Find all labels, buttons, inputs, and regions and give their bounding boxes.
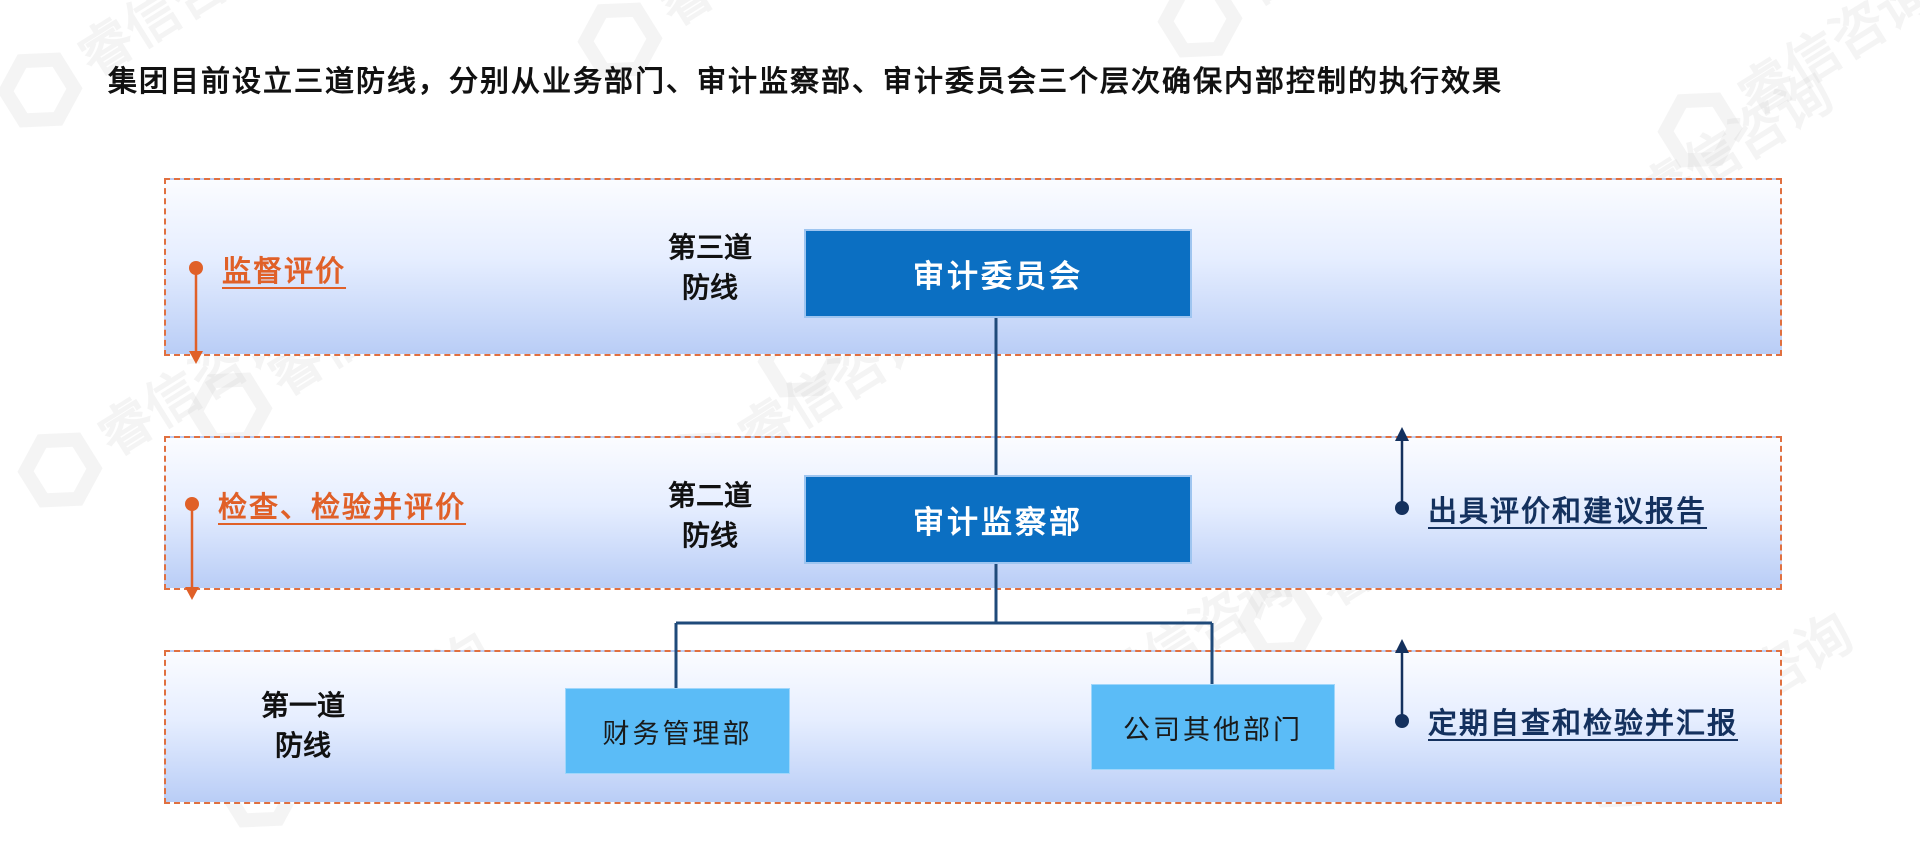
hexagon-logo-icon: [0, 52, 83, 128]
hexagon-logo-icon: [17, 432, 103, 508]
watermark-text: 睿信咨询: [647, 0, 864, 39]
first-line-label-bottom: 防线: [274, 729, 331, 762]
watermark: 睿信咨询: [1157, 0, 1444, 58]
third-line-label-top: 第三道: [667, 231, 752, 264]
second-line-label-bottom: 防线: [681, 519, 738, 552]
first-line-label: 第一道 防线: [248, 686, 358, 766]
audit-supervision-dept-box: 审计监察部: [804, 475, 1192, 564]
hexagon-logo-icon: [1657, 92, 1743, 168]
first-line-label-top: 第一道: [260, 689, 345, 722]
band-first-line: [164, 650, 1782, 804]
watermark: 睿信咨询: [1657, 0, 1920, 168]
other-depts-box: 公司其他部门: [1091, 684, 1335, 770]
finance-dept-box: 财务管理部: [565, 688, 790, 774]
audit-committee-box: 审计委员会: [804, 229, 1192, 318]
page-title: 集团目前设立三道防线，分别从业务部门、审计监察部、审计委员会三个层次确保内部控制…: [108, 64, 1504, 98]
third-line-label: 第三道 防线: [655, 228, 765, 308]
issue-report-text: 出具评价和建议报告: [1428, 494, 1708, 528]
watermark-text: 睿信咨询: [1727, 0, 1920, 129]
watermark-text: 睿信咨询: [1227, 0, 1444, 19]
self-check-report-text: 定期自查和检验并汇报: [1428, 706, 1739, 740]
hexagon-logo-icon: [1157, 0, 1243, 58]
second-line-label-top: 第二道: [667, 479, 752, 512]
third-line-label-bottom: 防线: [681, 271, 738, 304]
supervise-evaluate-text: 监督评价: [222, 254, 347, 288]
second-line-label: 第二道 防线: [655, 476, 765, 556]
inspect-evaluate-text: 检查、检验并评价: [218, 490, 467, 524]
